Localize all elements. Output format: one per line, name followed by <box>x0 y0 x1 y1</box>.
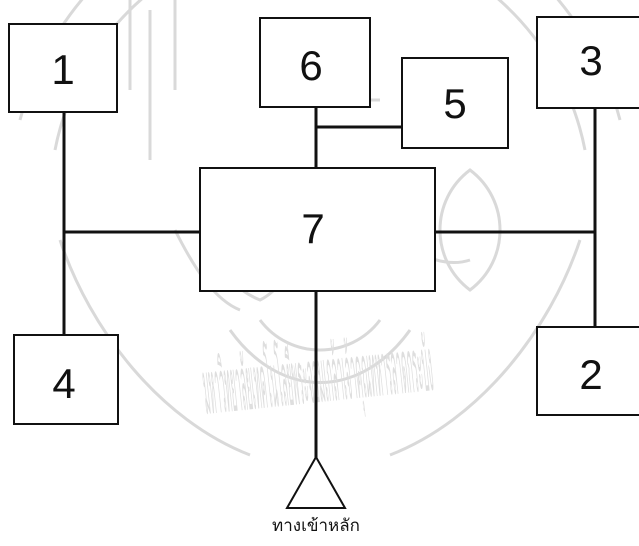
node-4: 4 <box>14 335 118 424</box>
node-2-label: 2 <box>579 351 602 398</box>
node-6: 6 <box>260 18 370 107</box>
node-7: 7 <box>200 168 435 291</box>
node-1-label: 1 <box>51 46 74 93</box>
main-entrance-label: ทางเข้าหลัก <box>272 516 360 536</box>
node-4-label: 4 <box>52 360 75 407</box>
node-3: 3 <box>537 17 639 108</box>
main-entrance: ทางเข้าหลัก <box>272 457 360 536</box>
node-2: 2 <box>537 327 639 415</box>
node-1: 1 <box>9 24 117 112</box>
node-5: 5 <box>402 58 508 148</box>
node-6-label: 6 <box>299 42 322 89</box>
entrance-triangle-icon <box>287 457 345 508</box>
node-5-label: 5 <box>443 80 466 127</box>
node-7-label: 7 <box>301 205 324 252</box>
node-3-label: 3 <box>579 37 602 84</box>
